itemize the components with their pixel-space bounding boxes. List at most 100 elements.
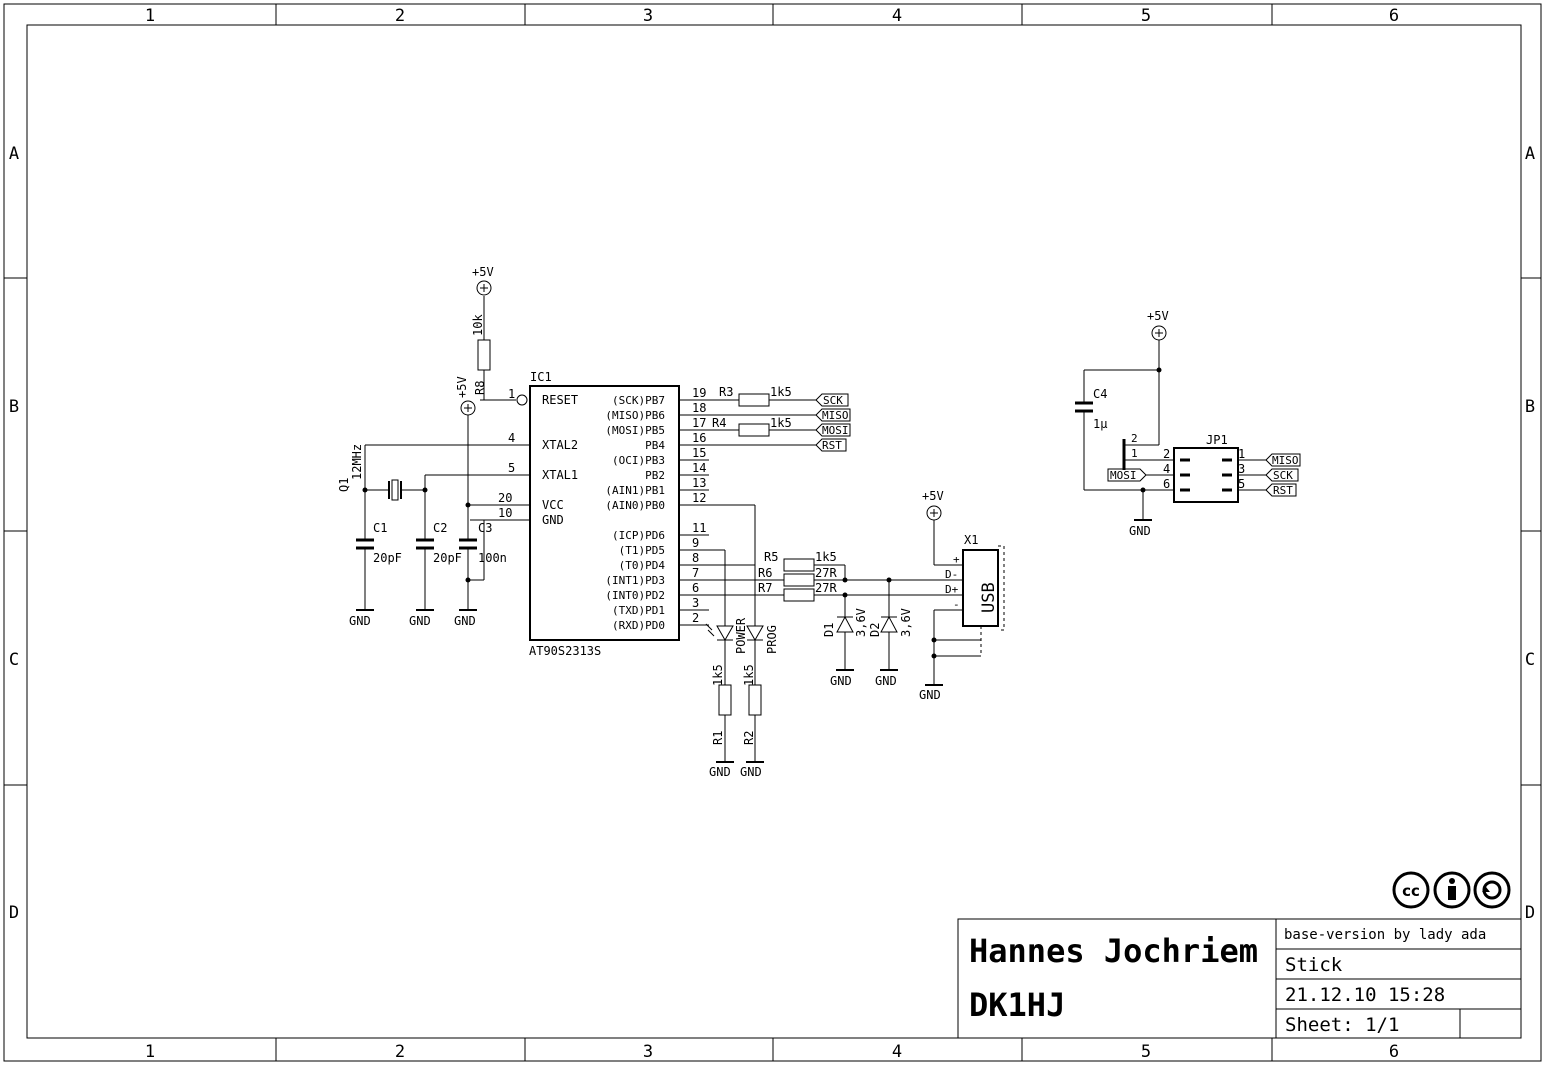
- jp1-header: JP1 2 4 6 1 3 5: [1163, 433, 1266, 503]
- usb-pin-label: -: [953, 598, 960, 611]
- jp1-pin-num: 4: [1163, 462, 1170, 476]
- gnd-label: GND: [830, 674, 852, 688]
- gnd-symbol: GND: [454, 609, 477, 628]
- c2-capacitor: C2 20pF: [416, 521, 462, 610]
- net-label-mosi: MOSI: [815, 423, 851, 437]
- c2-name: C2: [433, 521, 447, 535]
- zener-d2: D2 3,6V: [868, 580, 913, 670]
- r5-resistor: R5 1k5: [764, 550, 846, 580]
- r2-resistor: 1k5 R2: [742, 664, 762, 762]
- gnd-label: GND: [1129, 524, 1151, 538]
- cc-icon: cc: [1392, 871, 1430, 909]
- ic1-pin-label: VCC: [542, 498, 564, 512]
- svg-text:cc: cc: [1402, 882, 1420, 900]
- r7-name: R7: [758, 581, 772, 595]
- c3-name: C3: [478, 521, 492, 535]
- net-label-rst: RST: [815, 438, 847, 452]
- c4-name: C4: [1093, 387, 1107, 401]
- r8-name: R8: [473, 381, 487, 395]
- r2-value: 1k5: [742, 664, 756, 686]
- c3-value: 100n: [478, 551, 507, 565]
- row-label-left: C: [9, 650, 19, 670]
- ic1-pin-num: 13: [692, 476, 706, 490]
- r6-resistor: R6 27R: [758, 566, 963, 587]
- col-label-bottom: 5: [1141, 1042, 1151, 1062]
- svg-text:MISO: MISO: [1272, 454, 1299, 467]
- c1-value: 20pF: [373, 551, 402, 565]
- ic1-pin-label: (MISO)PB6: [605, 409, 665, 422]
- r3-name: R3: [719, 385, 733, 399]
- ic1-pin-num: 6: [692, 581, 699, 595]
- ic1-pin-num: 5: [508, 461, 515, 475]
- svg-text:MOSI: MOSI: [822, 424, 849, 437]
- row-label-left: B: [9, 397, 19, 417]
- ic1-pin-label: (T0)PD4: [619, 559, 666, 572]
- usb-pin-label: D+: [945, 583, 959, 596]
- led-power-label: POWER: [734, 617, 748, 654]
- c4-value: 1µ: [1093, 417, 1107, 431]
- vcc-symbol: +5V: [472, 265, 494, 296]
- by-icon: [1433, 871, 1471, 909]
- r4-name: R4: [712, 416, 726, 430]
- q1-value: 12MHz: [350, 444, 364, 480]
- r3-value: 1k5: [770, 385, 792, 399]
- frame-column-labels: 1 2 3 4 5 6 1 2 3 4 5 6: [145, 6, 1399, 1062]
- row-label-right: A: [1525, 144, 1535, 164]
- d1-value: 3,6V: [854, 608, 868, 637]
- ic1-pin-label: XTAL2: [542, 438, 578, 452]
- r2-name: R2: [742, 731, 756, 745]
- col-label-top: 4: [892, 6, 902, 26]
- author-name: Hannes Jochriem: [969, 932, 1258, 970]
- r5-name: R5: [764, 550, 778, 564]
- col-label-top: 1: [145, 6, 155, 26]
- r7-resistor: R7 27R: [758, 581, 963, 602]
- zener-d1: D1 3,6V: [822, 595, 868, 670]
- r7-value: 27R: [815, 581, 837, 595]
- ic1-part-number: AT90S2313S: [529, 644, 601, 658]
- d1-name: D1: [822, 623, 836, 637]
- ic1-pin-num: 8: [692, 551, 699, 565]
- usb-connector-x1: X1 USB + D- D+ -: [931, 520, 1005, 685]
- q1-crystal: Q1 12MHz: [337, 444, 428, 540]
- gnd-label: GND: [409, 614, 431, 628]
- ic1-pin-label: (AIN1)PB1: [605, 484, 665, 497]
- gnd-label: GND: [740, 765, 762, 779]
- ic1-pin-label: GND: [542, 513, 564, 527]
- gnd-label: GND: [709, 765, 731, 779]
- svg-text:SCK: SCK: [823, 394, 843, 407]
- col-label-bottom: 3: [643, 1042, 653, 1062]
- ic1-pin-num: 11: [692, 521, 706, 535]
- ic1-pin-num: 12: [692, 491, 706, 505]
- ic1-pin-num: 1: [508, 387, 515, 401]
- gnd-label: GND: [454, 614, 476, 628]
- led-prog: PROG: [679, 505, 779, 685]
- c4-capacitor: C4 1µ: [1075, 370, 1107, 490]
- sheet-number: Sheet: 1/1: [1285, 1014, 1399, 1036]
- vcc-label: +5V: [455, 376, 469, 398]
- jp1-pin-num: 3: [1238, 462, 1245, 476]
- r4-resistor: R4 1k5: [679, 416, 816, 437]
- author-callsign: DK1HJ: [969, 986, 1065, 1024]
- ic1-pin-num: 19: [692, 386, 706, 400]
- vcc-label: +5V: [922, 489, 944, 503]
- ic1-pin-num: 4: [508, 431, 515, 445]
- usb-label: USB: [979, 582, 999, 613]
- vcc-symbol: +5V: [922, 489, 944, 521]
- ic1-pin-num: 3: [692, 596, 699, 610]
- col-label-top: 6: [1389, 6, 1399, 26]
- r1-value: 1k5: [711, 664, 725, 686]
- jp1-name: JP1: [1206, 433, 1228, 447]
- jp1-pin-num: 1: [1238, 447, 1245, 461]
- c1-name: C1: [373, 521, 387, 535]
- ic1-pin-label: PB2: [645, 469, 665, 482]
- r8-value: 10k: [471, 314, 485, 336]
- drawing-frame: [3, 3, 1542, 1062]
- r1-resistor: 1k5 R1: [711, 664, 732, 762]
- led-prog-label: PROG: [765, 625, 779, 654]
- ic1-symbol: IC1 AT90S2313S 1 4 5 20 10 RESET XTAL2 X…: [365, 370, 680, 658]
- svg-text:RST: RST: [822, 439, 842, 452]
- jp1-pin-num: 2: [1163, 447, 1170, 461]
- gnd-symbol: GND: [1129, 519, 1152, 538]
- ic1-right-pins: 19(SCK)PB718(MISO)PB617(MOSI)PB516PB415(…: [605, 386, 709, 632]
- gnd-symbol: GND: [875, 669, 898, 688]
